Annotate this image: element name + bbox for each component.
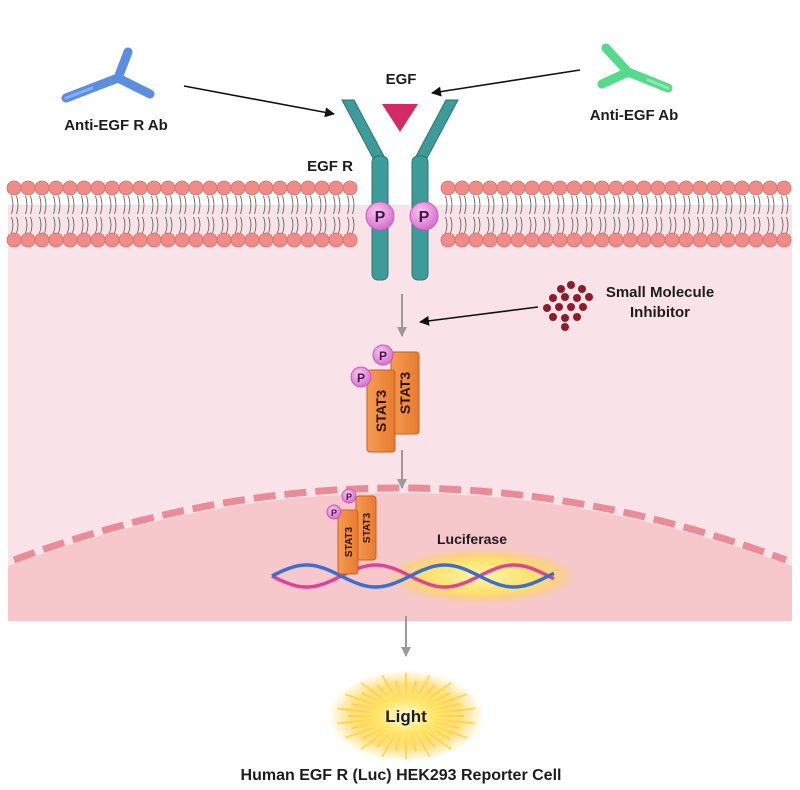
svg-text:STAT3: STAT3 bbox=[373, 390, 389, 432]
egf-ligand bbox=[382, 104, 418, 132]
light-label: Light bbox=[385, 707, 427, 726]
anti-egfr-ab-label: Anti-EGF R Ab bbox=[64, 117, 168, 134]
nucleus bbox=[8, 493, 792, 621]
receptor-phospho-right: P bbox=[409, 201, 439, 231]
cell-membrane bbox=[6, 180, 792, 248]
svg-text:P: P bbox=[419, 209, 430, 226]
inhibitor-arrow bbox=[419, 306, 539, 326]
stat3-dimer-cytoplasm: STAT3 STAT3 P P bbox=[350, 344, 420, 453]
svg-text:P: P bbox=[331, 508, 337, 518]
svg-text:STAT3: STAT3 bbox=[344, 526, 355, 557]
svg-text:STAT3: STAT3 bbox=[362, 512, 373, 543]
light-burst bbox=[328, 670, 484, 762]
egfr-label: EGF R bbox=[307, 158, 353, 175]
stat3-dimer-nucleus: STAT3 STAT3 P P bbox=[326, 488, 377, 575]
dna-helix bbox=[271, 563, 555, 589]
anti-egf-ab-label: Anti-EGF Ab bbox=[590, 107, 679, 124]
svg-text:P: P bbox=[357, 371, 365, 385]
diagram-caption: Human EGF R (Luc) HEK293 Reporter Cell bbox=[241, 767, 562, 784]
small-molecule-inhibitor bbox=[543, 281, 593, 331]
small-molecule-label-line2: Inhibitor bbox=[630, 304, 690, 321]
luciferase-label: Luciferase bbox=[437, 531, 507, 547]
anti-egfr-antibody bbox=[61, 47, 155, 103]
svg-text:P: P bbox=[346, 492, 352, 502]
egf-label: EGF bbox=[386, 71, 417, 88]
small-molecule-label-line1: Small Molecule bbox=[606, 284, 714, 301]
svg-text:P: P bbox=[375, 209, 386, 226]
anti-egf-ab-arrow bbox=[431, 69, 581, 97]
svg-text:STAT3: STAT3 bbox=[397, 372, 413, 414]
anti-egfr-ab-arrow bbox=[183, 85, 335, 118]
svg-text:P: P bbox=[379, 349, 387, 363]
receptor-phospho-left: P bbox=[365, 201, 395, 231]
anti-egf-antibody bbox=[597, 43, 673, 93]
